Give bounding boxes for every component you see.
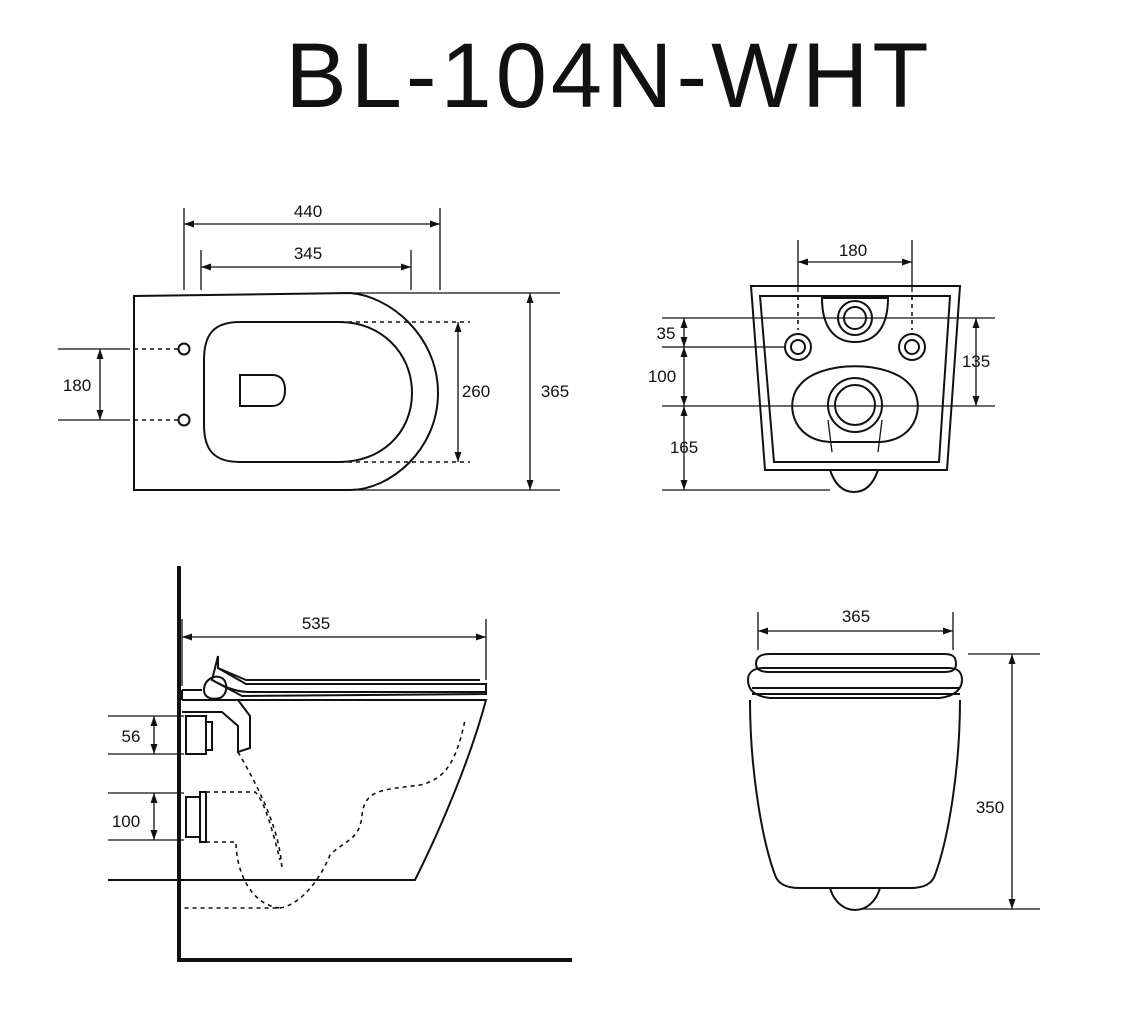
side-view-hinge [202, 675, 228, 700]
dim-top-width-overall: 440 [294, 202, 322, 221]
front-view: 365 350 [746, 607, 1040, 912]
top-view-flush-button [239, 374, 287, 407]
dim-rear-100: 100 [648, 367, 676, 386]
dim-side-length: 535 [302, 614, 330, 633]
dim-top-hole-spacing: 180 [63, 376, 91, 395]
rear-view-inner-outline [758, 295, 952, 463]
side-view-bowl [108, 699, 488, 881]
side-view-back-plate [182, 699, 251, 754]
rear-view-bolt-left-outer [784, 333, 812, 361]
dim-front-width: 365 [842, 607, 870, 626]
dim-rear-35: 35 [657, 324, 676, 343]
rear-view-outlet-inner [834, 384, 876, 426]
dim-top-width-inner: 345 [294, 244, 322, 263]
dim-side-100: 100 [112, 812, 140, 831]
rear-view-bolt-right-outer [898, 333, 926, 361]
top-view-seat [203, 321, 414, 463]
dim-side-56: 56 [122, 727, 141, 746]
rear-view-outlet-outer [827, 377, 883, 433]
side-view: 535 56 100 [108, 566, 572, 962]
dim-top-overall-depth: 365 [541, 382, 569, 401]
dim-top-seat-depth: 260 [462, 382, 490, 401]
rear-view-bolt-right-inner [904, 339, 920, 355]
front-view-outlet [829, 887, 881, 912]
front-view-bowl [749, 699, 961, 889]
dim-rear-hole-spacing: 180 [839, 241, 867, 260]
top-view: 440 345 180 260 365 [58, 202, 569, 491]
rear-view-outlet [829, 469, 879, 494]
rear-view: 180 35 135 100 165 [648, 240, 995, 494]
dim-rear-135: 135 [962, 352, 990, 371]
side-view-inlet-pipe [185, 715, 207, 755]
rear-view-outline [749, 285, 962, 471]
top-view-outline [133, 291, 440, 491]
dim-front-height: 350 [976, 798, 1004, 817]
dim-rear-165: 165 [670, 438, 698, 457]
front-view-seat [746, 667, 964, 699]
side-view-lid [210, 655, 487, 698]
front-view-lid [754, 653, 958, 673]
top-view-mount-hole-lower [177, 413, 191, 427]
model-title: BL-104N-WHT [285, 25, 933, 127]
rear-view-inlet-recess [820, 297, 890, 344]
side-view-outlet-pipe [185, 796, 201, 838]
top-view-mount-hole-upper [177, 342, 191, 356]
rear-view-bolt-left-inner [790, 339, 806, 355]
rear-view-outlet-recess [791, 365, 919, 443]
